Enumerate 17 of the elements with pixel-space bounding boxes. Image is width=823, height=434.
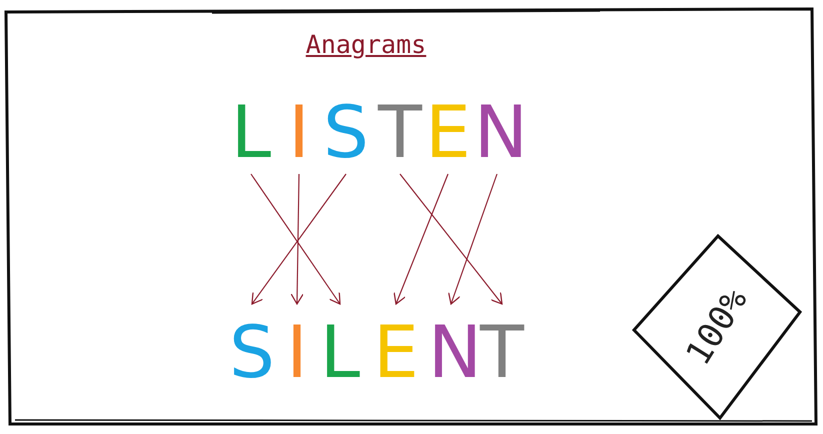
letter: N <box>474 92 520 172</box>
arrow <box>448 174 498 305</box>
letter: I <box>276 92 322 172</box>
arrow <box>400 174 503 305</box>
letter: T <box>377 92 423 172</box>
arrow <box>290 174 304 305</box>
title: Anagrams <box>304 30 428 59</box>
letter: I <box>274 312 320 392</box>
letter: E <box>373 312 419 392</box>
letter: L <box>228 92 274 172</box>
letter: S <box>323 92 369 172</box>
letter: L <box>317 312 363 392</box>
letter: S <box>229 312 275 392</box>
letter: N <box>428 312 474 392</box>
letter: T <box>479 312 525 392</box>
arrow <box>394 174 449 305</box>
letter: E <box>425 92 471 172</box>
